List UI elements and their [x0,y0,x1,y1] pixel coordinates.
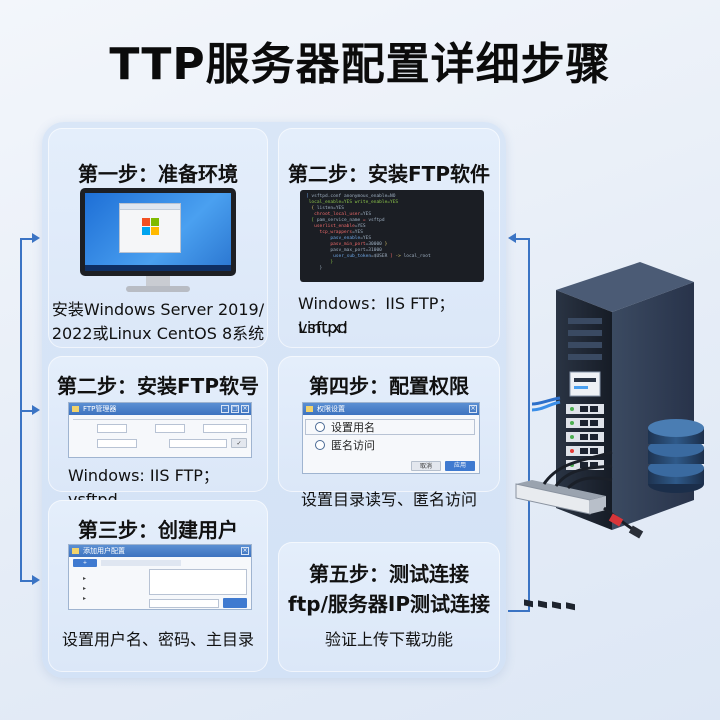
database-icon [648,419,704,493]
option-username[interactable]: 设置用名 [315,419,475,435]
card-step2b: 第二步：安装FTP软号 FTP管理器 –□× ✓ Windows: IIS FT… [48,356,268,509]
add-user-window-title: 添加用户配置 [83,547,125,555]
left-connector [20,238,22,580]
ftp-manager-window-title: FTP管理器 [83,405,117,413]
windows-logo-icon [142,218,160,236]
card-step4: 第四步：配置权限 权限设置 × 设置用名 匿名访问 取消 应用 设置目录读写、匿… [278,356,500,509]
steps-panel: 第一步：准备环境 安装Windows Server 2019/ 202 [42,122,506,678]
option-anonymous[interactable]: 匿名访问 [315,437,375,453]
monitor-icon [80,188,236,294]
step5-title-line2: ftp/服务器IP测试连接 [288,592,490,616]
radio-icon[interactable] [315,440,325,450]
step4-text: 设置目录读写、匿名访问 [300,490,477,509]
step3-text: 设置用户名、密码、主目录 [61,630,254,649]
step5-title-line1: 第五步：测试连接 [309,562,469,586]
page-title: TTP服务器配置详细步骤 [109,39,611,90]
arrow-right-icon [32,575,40,585]
step4-title: 第四步：配置权限 [309,374,469,398]
permission-window-title: 权限设置 [317,405,345,413]
step2a-text-line2: vsftpd [298,318,348,337]
card-step5: 第五步：测试连接 ftp/服务器IP测试连接 验证上传下载功能 [278,542,500,672]
permission-window: 权限设置 × 设置用名 匿名访问 取消 应用 [302,402,480,474]
option2-label: 匿名访问 [331,439,375,452]
add-user-window: 添加用户配置 × + ▸ ▸ ▸ [68,544,252,610]
step1-text-line2: 2022或Linux CentOS 8系统 [51,324,265,343]
confirm-button[interactable] [223,598,247,608]
arrow-right-icon [32,405,40,415]
step3-title: 第三步：创建用户 [78,518,238,542]
step1-title: 第一步：准备环境 [78,162,238,186]
ok-button[interactable]: 应用 [445,461,475,471]
radio-icon[interactable] [315,422,325,432]
arrow-left-icon [508,233,516,243]
cancel-button[interactable]: 取消 [411,461,441,471]
step2a-text-line1: Windows：IIS FTP；Linux： [298,294,455,337]
code-window: [ vsftpd.conf anonymous_enable=NO local_… [300,190,484,282]
ethernet-cable-icon [542,450,644,539]
step2a-title: 第二步：安装FTP软件 [288,162,490,186]
right-connector [528,238,530,610]
card-step2a: 第二步：安装FTP软件 [ vsftpd.conf anonymous_enab… [278,128,500,348]
step2b-title: 第二步：安装FTP软号 [57,374,259,398]
arrow-right-icon [32,233,40,243]
ftp-manager-window: FTP管理器 –□× ✓ [68,402,252,458]
step5-text: 验证上传下载功能 [324,630,453,649]
server-tower-icon [531,262,694,530]
card-step1: 第一步：准备环境 安装Windows Server 2019/ 202 [48,128,268,348]
step1-text-line1: 安装Windows Server 2019/ [51,300,265,319]
card-step3: 第三步：创建用户 添加用户配置 × + ▸ ▸ ▸ 设置用户名、密码、主目录 [48,500,268,672]
option1-label: 设置用名 [331,421,375,434]
